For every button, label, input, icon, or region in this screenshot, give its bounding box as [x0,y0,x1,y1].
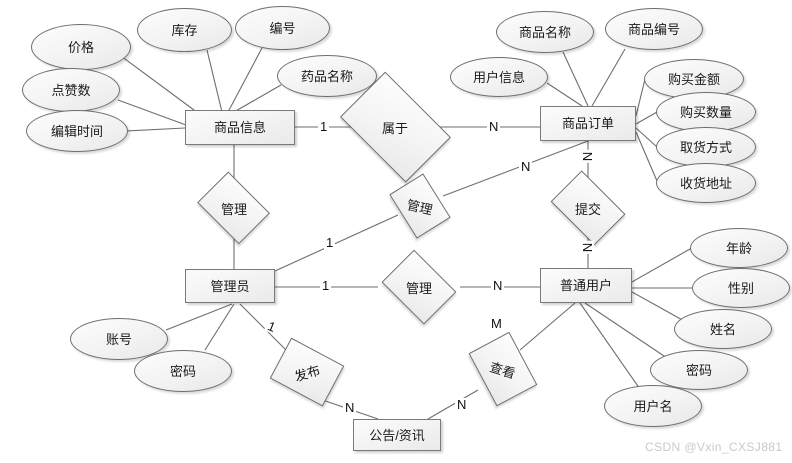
attribute-user_name[interactable]: 用户名 [604,385,702,427]
edge-ship_address-to-product_order [635,131,658,182]
edge-goods_no-to-product_order [591,48,626,107]
edge-stock-to-product_info [206,49,223,113]
edge-manage_cross-to-product_order [442,140,589,197]
edge-drug_name-to-product_info [233,84,282,113]
cardinality-c3: N [519,159,533,174]
relationship-publish-label: 发布 [292,361,322,384]
relationship-submit[interactable]: 提交 [550,170,626,246]
cardinality-c12: N [455,397,469,412]
attribute-admin_account[interactable]: 账号 [70,318,168,360]
edge-normal_user-to-user_name [579,302,643,393]
cardinality-c11: N [343,400,357,415]
attribute-ship_address-label: 收货地址 [679,175,732,191]
relationship-view[interactable]: 查看 [468,331,538,407]
attribute-likes-label: 点赞数 [51,82,91,98]
edge-normal_user-to-view [519,302,576,351]
attribute-user_name-label: 用户名 [633,398,673,414]
relationship-publish[interactable]: 发布 [269,337,345,407]
attribute-goods_no-label: 商品编号 [627,21,680,37]
edge-admin-to-manage_cross [274,214,399,272]
relationship-manage_bottom-label: 管理 [405,280,432,296]
attribute-buy_quantity[interactable]: 购买数量 [656,92,756,132]
attribute-admin_password-label: 密码 [169,363,196,379]
attribute-age-label: 年龄 [725,240,752,256]
attribute-admin_account-label: 账号 [105,331,132,347]
attribute-user_password-label: 密码 [685,362,712,378]
attribute-edit_time[interactable]: 编辑时间 [26,110,128,152]
attribute-user_info[interactable]: 用户信息 [450,57,548,97]
edge-number-to-product_info [227,47,263,113]
attribute-stock-label: 库存 [171,22,198,38]
entity-admin-label: 管理员 [210,278,250,294]
entity-normal_user[interactable]: 普通用户 [540,268,632,303]
cardinality-c1: 1 [318,119,330,134]
entity-product_order[interactable]: 商品订单 [540,106,636,141]
entity-normal_user-label: 普通用户 [559,278,612,293]
cardinality-c7: 1 [320,278,332,293]
attribute-admin_password[interactable]: 密码 [134,350,232,392]
attribute-goods_name[interactable]: 商品名称 [496,11,594,53]
entity-notice[interactable]: 公告/资讯 [353,419,441,451]
cardinality-c5: 1 [324,235,336,250]
attribute-age[interactable]: 年龄 [690,228,788,268]
entity-product_info[interactable]: 商品信息 [185,110,295,145]
edge-admin_account-to-admin [165,303,233,331]
edge-buy_quantity-to-product_order [635,111,658,125]
relationship-view-label: 查看 [488,358,518,381]
attribute-real_name-label: 姓名 [709,321,736,337]
edge-edit_time-to-product_info [125,127,186,132]
cardinality-c8: N [491,278,505,293]
attribute-drug_name-label: 药品名称 [300,68,353,84]
cardinality-c4: N [580,149,596,164]
edge-normal_user-to-age [631,244,698,283]
entity-product_info-label: 商品信息 [213,120,266,135]
relationship-manage_cross-label: 管理 [405,196,435,218]
attribute-pickup_method[interactable]: 取货方式 [656,127,756,167]
edge-user_info-to-product_order [546,82,583,107]
edge-normal_user-to-user_password [584,302,671,361]
relationship-manage_cross[interactable]: 管理 [389,173,451,239]
edge-view-to-notice [427,389,479,420]
edge-likes-to-product_info [117,99,187,126]
attribute-user_password[interactable]: 密码 [650,350,748,390]
attribute-pickup_method-label: 取货方式 [679,139,732,155]
relationship-manage_top[interactable]: 管理 [197,171,271,245]
attribute-number[interactable]: 编号 [235,6,330,50]
edge-buy_amount-to-product_order [635,78,646,117]
entity-product_order-label: 商品订单 [561,116,614,131]
attribute-drug_name[interactable]: 药品名称 [277,55,377,97]
attribute-ship_address[interactable]: 收货地址 [656,163,756,203]
attribute-edit_time-label: 编辑时间 [50,123,103,139]
attribute-gender[interactable]: 性别 [692,268,790,308]
edge-price-to-product_info [120,55,199,114]
relationship-submit-label: 提交 [574,201,601,217]
entity-admin[interactable]: 管理员 [185,269,275,303]
attribute-goods_name-label: 商品名称 [518,24,571,40]
attribute-price-label: 价格 [67,39,94,55]
relationship-manage_top-label: 管理 [220,201,247,217]
relationship-belongs_to-label: 属于 [381,120,408,136]
attribute-buy_quantity-label: 购买数量 [679,104,732,120]
edge-pickup_method-to-product_order [635,127,658,148]
attribute-goods_no[interactable]: 商品编号 [605,8,703,50]
edge-goods_name-to-product_order [562,51,589,107]
cardinality-c2: N [487,119,501,134]
watermark-text: CSDN @Vxin_CXSJ881 [645,440,783,454]
relationship-manage_bottom[interactable]: 管理 [381,249,457,325]
attribute-gender-label: 性别 [727,280,754,296]
edge-admin_password-to-admin [204,303,235,351]
attribute-buy_amount-label: 购买金额 [667,71,720,87]
cardinality-c10: M [489,316,504,331]
attribute-user_info-label: 用户信息 [472,69,525,85]
attribute-real_name[interactable]: 姓名 [674,309,772,349]
attribute-likes[interactable]: 点赞数 [22,68,120,112]
entity-notice-label: 公告/资讯 [369,427,425,443]
attribute-price[interactable]: 价格 [31,24,131,70]
relationship-belongs_to[interactable]: 属于 [339,71,451,183]
edge-normal_user-to-real_name [631,291,687,323]
attribute-stock[interactable]: 库存 [137,8,232,52]
cardinality-c6: N [580,240,596,255]
attribute-number-label: 编号 [269,20,296,36]
